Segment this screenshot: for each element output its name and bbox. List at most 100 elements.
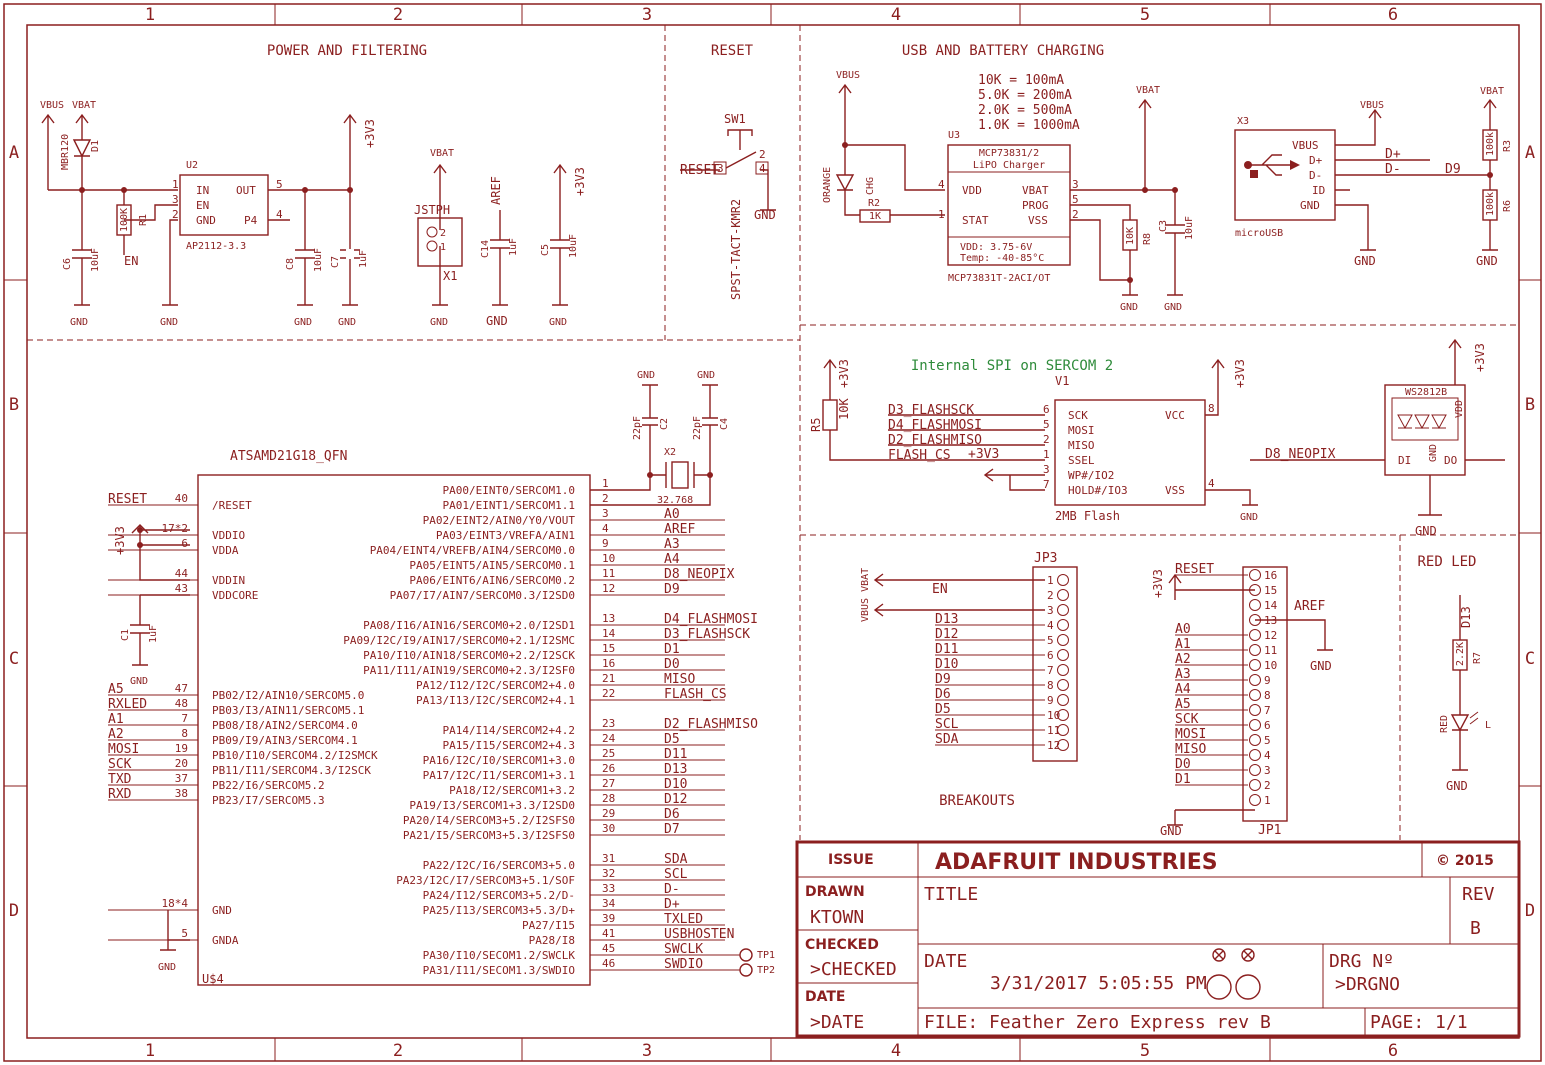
mcu-pin-number: 4 — [602, 522, 609, 535]
u2-part: AP2112-3.3 — [186, 241, 246, 252]
col-label-top: 1 — [145, 5, 155, 25]
col-label-top: 3 — [642, 5, 652, 25]
flash-part: 2MB Flash — [1055, 509, 1120, 523]
company-name: ADAFRUIT INDUSTRIES — [935, 850, 1218, 875]
u3-pin-vdd: VDD — [962, 184, 982, 197]
mcu-net-label: SWDIO — [664, 957, 703, 972]
mcu-pin-name: PA17/I2C/I1/SERCOM1+3.1 — [423, 769, 575, 782]
mcu-pin-number: 7 — [181, 712, 188, 725]
mcu-net-label: D4_FLASHMOSI — [664, 612, 758, 627]
jp1-pin — [1249, 734, 1261, 746]
svg-text:3: 3 — [717, 162, 724, 175]
sw1-ref: SW1 — [724, 112, 746, 126]
mcu-pin-number: 23 — [602, 717, 615, 730]
jp1-pin — [1249, 599, 1261, 611]
c14-ref: C14 — [480, 240, 491, 258]
u2-pin-en: EN — [196, 199, 209, 212]
flash-pin-vss: VSS — [1165, 484, 1185, 497]
mcu-pin-number: 31 — [602, 852, 615, 865]
mcu-pin-name: PB10/I10/SERCOM4.2/I2SMCK — [212, 749, 378, 762]
rev-label: REV — [1462, 884, 1495, 905]
mcu-net-label: SCK — [108, 757, 132, 772]
row-label-right: B — [1525, 395, 1535, 415]
x3-part: microUSB — [1235, 228, 1283, 239]
section-dividers — [27, 25, 1519, 840]
v3-label-c5: +3V3 — [573, 167, 587, 196]
spi-note: Internal SPI on SERCOM 2 — [911, 358, 1113, 374]
x3-pin-vbus: VBUS — [1292, 139, 1319, 152]
row-label-right: C — [1525, 649, 1535, 669]
mcu-pin-number: 2 — [602, 492, 609, 505]
gnd-c8: GND — [294, 317, 312, 328]
r3-ref: R3 — [1502, 140, 1513, 152]
mcu-pin-number: 25 — [602, 747, 615, 760]
r2-value: 1K — [869, 211, 881, 222]
gnd-c7: GND — [338, 317, 356, 328]
gnd-jst: GND — [430, 317, 448, 328]
x3-ref: X3 — [1237, 116, 1249, 127]
mcu-net-label: D1 — [664, 642, 680, 657]
jp3-pin-number: 4 — [1047, 619, 1054, 632]
jp3-net-label: EN — [932, 582, 948, 597]
u3-num-2: 2 — [1072, 208, 1079, 221]
c3-value: 10uF — [1184, 216, 1195, 240]
mcu-pin-number: 39 — [602, 912, 615, 925]
mcu-pin-number: 47 — [175, 682, 188, 695]
gnd-x3: GND — [1354, 254, 1376, 268]
u2-ref: U2 — [186, 160, 198, 171]
led-d13: D13 — [1459, 606, 1473, 628]
mcu-net-label: D10 — [664, 777, 687, 792]
flash-pin-label: SSEL — [1068, 454, 1095, 467]
neopixel-pin-di: DI — [1398, 454, 1411, 467]
svg-text:1: 1 — [440, 242, 446, 253]
col-label-bottom: 1 — [145, 1041, 155, 1061]
mcu-net-label: RXLED — [108, 697, 147, 712]
u3-ref: U3 — [948, 130, 960, 141]
mcu-pin-name: PA04/EINT4/VREFB/AIN4/SERCOM0.0 — [370, 544, 575, 557]
u3-num-4: 4 — [938, 178, 945, 191]
c7-ref: C7 — [330, 256, 341, 268]
net-d4-flashmosi: D4_FLASHMOSI — [888, 418, 982, 433]
jp3-pin-number: 11 — [1047, 724, 1060, 737]
flash-pin-label: HOLD#/IO3 — [1068, 484, 1128, 497]
gnd-jp1-13: GND — [1310, 659, 1332, 673]
gnd-c2: GND — [637, 370, 655, 381]
vbat-label: VBAT — [72, 100, 96, 111]
mcu-pin-number: 45 — [602, 942, 615, 955]
gnd-c14: GND — [486, 314, 508, 328]
c2-value: 22pF — [632, 416, 643, 440]
gnd-r8: GND — [1120, 302, 1138, 313]
led-color: RED — [1439, 715, 1450, 733]
jp1-pin — [1249, 644, 1261, 656]
jp3-net-label: D6 — [935, 687, 951, 702]
gnd-mcu: GND — [158, 962, 176, 973]
u3-pin-vss: VSS — [1028, 214, 1048, 227]
col-label-top: 4 — [891, 5, 901, 25]
mcu-pin-number: 6 — [181, 537, 188, 550]
mcu-pin-number: 37 — [175, 772, 188, 785]
jp3-net-label: D11 — [935, 642, 958, 657]
drawn-label: DRAWN — [805, 884, 865, 900]
mcu-pin-name: PA25/I13/SERCOM3+5.3/D+ — [423, 904, 576, 917]
jp1-ref: JP1 — [1258, 823, 1281, 838]
mcu-pin-number: 33 — [602, 882, 615, 895]
gnd-c6: GND — [70, 317, 88, 328]
mcu-pin-number: 1 — [602, 477, 609, 490]
mcu-net-label: USBHOSTEN — [664, 927, 734, 942]
mcu-ref: U$4 — [202, 972, 224, 986]
flash-pin-label: MISO — [1068, 439, 1095, 452]
mcu-pin-name: PA12/I12/I2C/SERCOM2+4.0 — [416, 679, 575, 692]
mcu-pin-number: 48 — [175, 697, 188, 710]
jstph-ref: JSTPH — [414, 203, 450, 217]
mcu-pin-name: PB09/I9/AIN3/SERCOM4.1 — [212, 734, 358, 747]
mcu-pin-name: PA11/I11/AIN19/SERCOM0+2.3/I2SF0 — [363, 664, 575, 677]
flash-pin-label: SCK — [1068, 409, 1088, 422]
row-label-left: D — [9, 901, 19, 921]
mcu-pin-number: 34 — [602, 897, 616, 910]
row-label-right: A — [1525, 143, 1535, 163]
jp1-pin-number: 11 — [1264, 644, 1277, 657]
jp1-pin — [1249, 674, 1261, 686]
jp3-pin — [1057, 589, 1069, 601]
mcu-pin-name: PA03/EINT3/VREFA/AIN1 — [436, 529, 575, 542]
